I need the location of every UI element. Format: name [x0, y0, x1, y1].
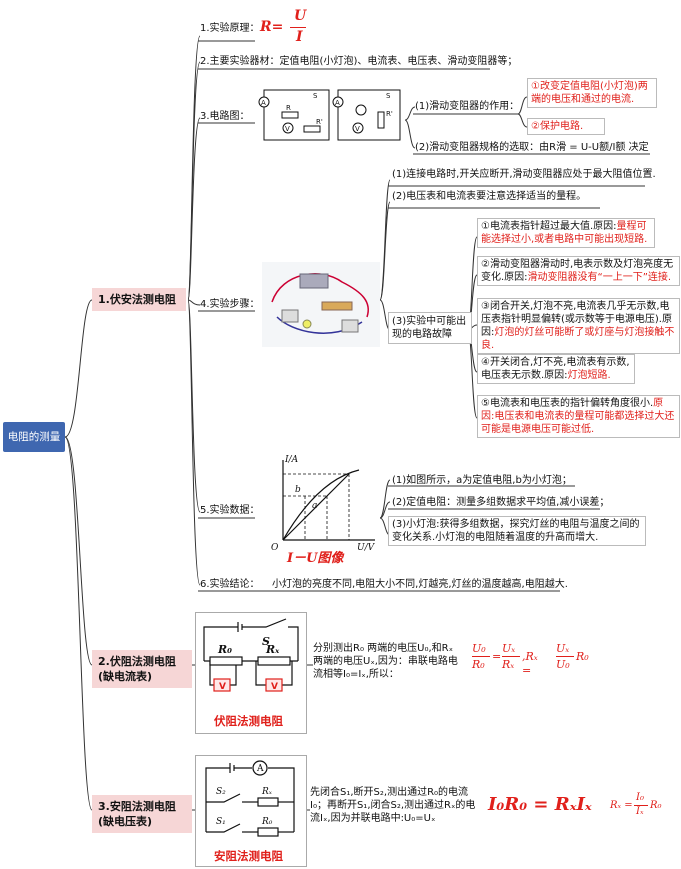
branch3-formula: I₀R₀ = RₓIₓ Rₓ = I₀ Iₓ R₀: [488, 792, 662, 817]
fault-5: ⑤电流表和电压表的指针偏转角度很小.原因:电压表和电流表的量程可能都选择过大还可…: [477, 395, 680, 438]
svg-text:A: A: [335, 99, 340, 107]
svg-text:S: S: [262, 635, 270, 648]
circuit-diagram-voltammetry: A A V V S S R R' R': [258, 89, 401, 141]
step-1: (1)连接电路时,开关应断开,滑动变阻器应处于最大阻值位置.: [392, 169, 656, 180]
svg-text:A: A: [256, 764, 264, 774]
branch-voltmeter-resistor: 2.伏阻法测电阻 (缺电流表): [92, 650, 192, 688]
svg-text:S₂: S₂: [216, 787, 226, 797]
branch2-text: 分别测出R₀ 两端的电压U₀,和Rₓ 两端的电压Uₓ,因为：串联电路电流相等I₀…: [313, 643, 458, 680]
svg-text:S₁: S₁: [216, 817, 226, 827]
graph-caption: I－U图像: [286, 550, 345, 566]
svg-text:Rₓ: Rₓ: [265, 643, 280, 656]
branch-ammeter-resistor: 3.安阻法测电阻 (缺电压表): [92, 795, 192, 833]
item2-label: 2.主要实验器材：定值电阻(小灯泡)、电流表、电压表、滑动变阻器等；: [200, 56, 518, 67]
circuit-diagram-voltmeter: S R₀ Rₓ V V: [203, 618, 299, 692]
branch3-circuit-box: A S₂ S₁ Rₓ R₀ 安阻法测电阻: [195, 755, 307, 867]
step-3-faults: (3)实验中可能出现的电路故障: [388, 312, 472, 344]
slider-role-answer-2: ②保护电路.: [527, 118, 605, 135]
svg-text:V: V: [271, 682, 278, 692]
svg-text:R₀: R₀: [217, 643, 232, 656]
svg-text:R: R: [286, 104, 291, 112]
data-1: (1)如图所示，a为定值电阻,b为小灯泡；: [392, 475, 572, 486]
branch3-text: 先闭合S₁,断开S₂,测出通过R₀的电流I₀；再断开S₁,闭合S₂,测出通过Rₓ…: [310, 787, 476, 824]
data-2: (2)定值电阻：测量多组数据求平均值,减小误差；: [392, 497, 610, 508]
root-node: 电阻的测量: [3, 422, 65, 452]
svg-text:a: a: [312, 501, 317, 511]
svg-text:R': R': [386, 110, 393, 118]
item6-label: 6.实验结论：: [200, 579, 260, 590]
branch-voltammetry: 1.伏安法测电阻: [92, 288, 186, 311]
step-2: (2)电压表和电流表要注意选择适当的量程。: [392, 191, 587, 202]
svg-text:V: V: [285, 125, 290, 133]
item5-label: 5.实验数据：: [200, 505, 260, 516]
branch3-caption: 安阻法测电阻: [214, 849, 283, 863]
fault-4: ④开关闭合,灯不亮,电流表有示数,电压表无示数.原因:灯泡短路.: [477, 354, 635, 384]
svg-text:A: A: [261, 99, 266, 107]
slider-role-question: (1)滑动变阻器的作用：: [415, 101, 520, 112]
svg-text:O: O: [271, 543, 279, 553]
iu-graph: I/A U/V O a b I－U图像: [271, 455, 376, 566]
fault-3: ③闭合开关,灯泡不亮,电流表几乎无示数,电压表指针明显偏转(或示数等于电源电压)…: [477, 298, 680, 354]
svg-text:R': R': [316, 118, 323, 126]
slider-role-answer-1: ①改变定值电阻(小灯泡)两端的电压和通过的电流.: [527, 78, 657, 108]
branch2-circuit-box: S R₀ Rₓ V V 伏阻法测电阻: [195, 612, 307, 734]
svg-text:Rₓ: Rₓ: [261, 787, 273, 797]
svg-text:U/V: U/V: [357, 543, 376, 553]
slider-spec-question: (2)滑动变阻器规格的选取：由R滑 = U-U额/I额 决定: [415, 142, 649, 153]
svg-text:S: S: [386, 92, 391, 100]
fault-2: ②滑动变阻器滑动时,电表示数及灯泡亮度无变化.原因:滑动变阻器没有“一上一下”连…: [477, 256, 680, 286]
item6-conclusion: 小灯泡的亮度不同,电阻大小不同,灯越亮,灯丝的温度越高,电阻越大.: [272, 579, 568, 590]
svg-text:V: V: [219, 682, 226, 692]
svg-text:R₀: R₀: [261, 817, 273, 827]
circuit-diagram-ammeter: A S₂ S₁ Rₓ R₀: [205, 760, 295, 837]
fault-1: ①电流表指针超过最大值.原因:量程可能选择过小,或者电路中可能出现短路.: [477, 218, 655, 248]
branch2-caption: 伏阻法测电阻: [214, 714, 283, 728]
item3-label: 3.电路图：: [200, 111, 250, 122]
svg-text:V: V: [355, 125, 360, 133]
item4-label: 4.实验步骤：: [200, 299, 260, 310]
data-3: (3)小灯泡:获得多组数据，探究灯丝的电阻与温度之间的变化关系.小灯泡的电阻随着…: [388, 516, 646, 546]
svg-text:I/A: I/A: [284, 455, 299, 465]
item1-label: 1.实验原理：: [200, 23, 260, 34]
svg-text:b: b: [295, 485, 301, 495]
svg-text:S: S: [313, 92, 318, 100]
experiment-photo: [262, 262, 380, 347]
